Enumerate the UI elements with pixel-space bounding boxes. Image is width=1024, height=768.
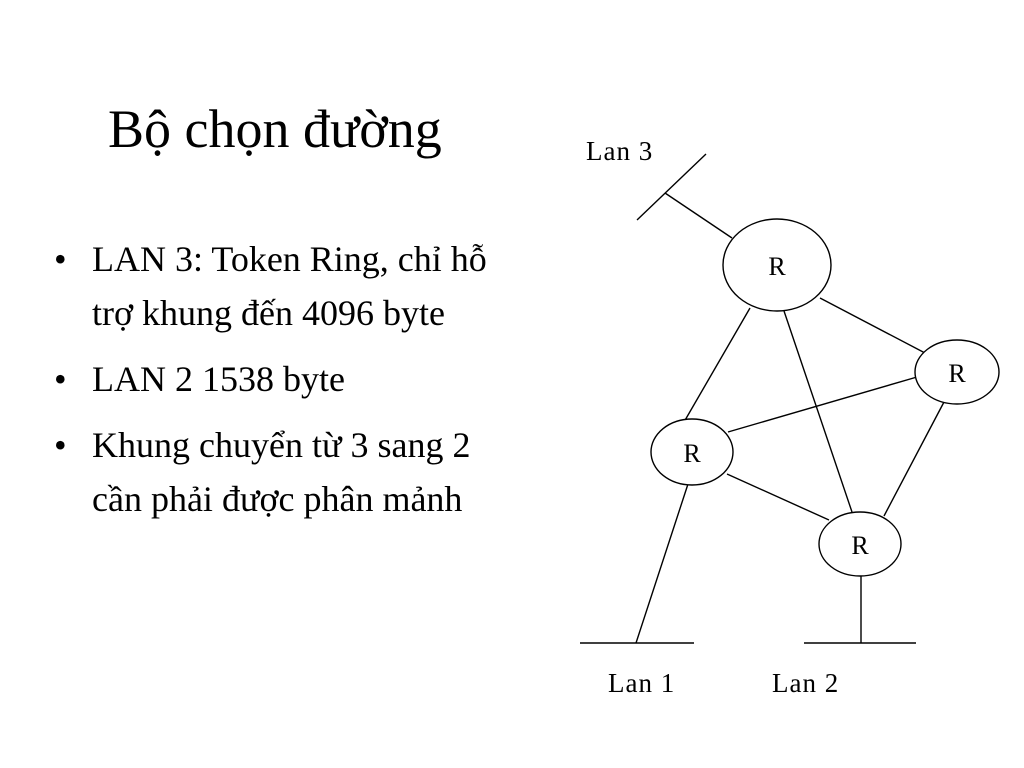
link-router-c-lan1 xyxy=(635,483,689,644)
lan3-label: Lan 3 xyxy=(586,136,653,166)
router-b-label: R xyxy=(948,359,966,388)
router-b: R xyxy=(914,339,1000,405)
lan1-label: Lan 1 xyxy=(608,668,675,698)
router-d-node xyxy=(818,511,902,577)
slide-title: Bộ chọn đường xyxy=(108,99,442,159)
link-router-b-router-c xyxy=(727,376,918,433)
router-d-label: R xyxy=(851,531,869,560)
bullet-dot-icon: • xyxy=(54,359,67,399)
link-lan3-router-a xyxy=(664,192,733,239)
bullet-list: • LAN 3: Token Ring, chỉ hỗ trợ khung đế… xyxy=(52,232,502,538)
router-c-label: R xyxy=(683,439,701,468)
link-router-a-router-b xyxy=(819,297,926,354)
bullet-text: LAN 3: Token Ring, chỉ hỗ trợ khung đến … xyxy=(92,239,487,333)
lan2-label: Lan 2 xyxy=(772,668,839,698)
link-router-a-router-d xyxy=(783,310,853,513)
bullet-item: • LAN 3: Token Ring, chỉ hỗ trợ khung đế… xyxy=(52,232,502,340)
router-a-label: R xyxy=(768,252,786,281)
link-router-a-router-c xyxy=(683,307,751,423)
router-a-node xyxy=(722,218,832,312)
router-a: R xyxy=(722,218,832,312)
bullet-item: • LAN 2 1538 byte xyxy=(52,352,502,406)
router-d: R xyxy=(818,511,902,577)
lan3-segment xyxy=(636,153,707,221)
router-c: R xyxy=(650,418,734,486)
bullet-item: • Khung chuyển từ 3 sang 2 cần phải được… xyxy=(52,418,502,526)
router-b-node xyxy=(914,339,1000,405)
bullet-text: LAN 2 1538 byte xyxy=(92,359,345,399)
bullet-text: Khung chuyển từ 3 sang 2 cần phải được p… xyxy=(92,425,471,519)
link-router-c-router-d xyxy=(726,473,830,521)
router-c-node xyxy=(650,418,734,486)
bullet-dot-icon: • xyxy=(54,425,67,465)
link-router-b-router-d xyxy=(883,401,945,517)
bullet-dot-icon: • xyxy=(54,239,67,279)
